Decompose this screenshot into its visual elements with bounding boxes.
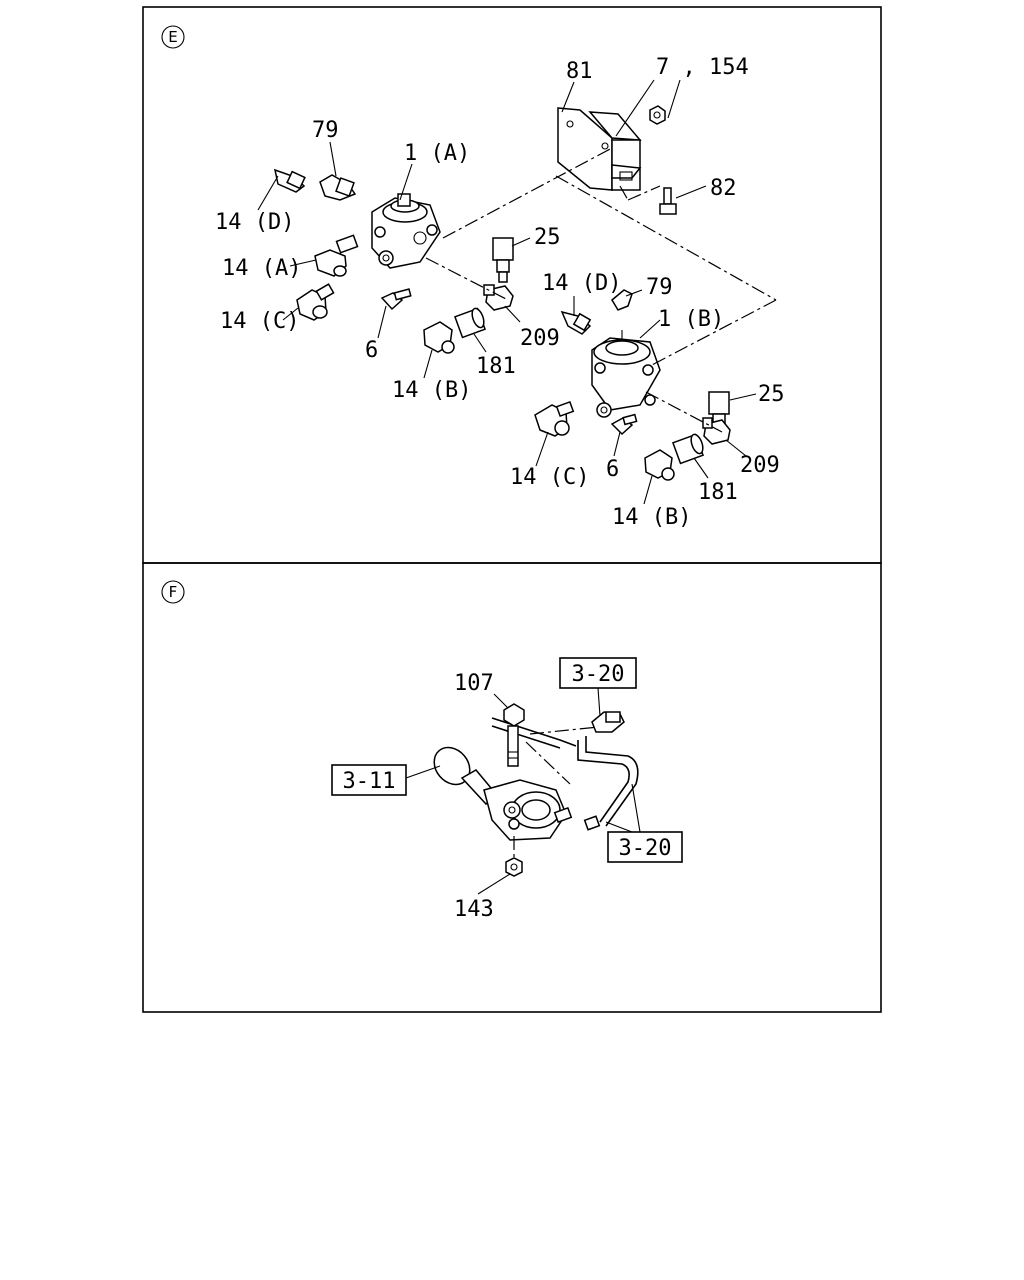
callout-1b: 1 (B)	[658, 307, 724, 332]
callout-143: 143	[454, 897, 494, 922]
callout-14c-a: 14 (C)	[220, 309, 299, 334]
sleeve-181-a	[454, 307, 486, 339]
fitting-14c-b	[534, 400, 575, 437]
pipe-fitting-top	[591, 711, 625, 733]
callout-14c-b: 14 (C)	[510, 465, 589, 490]
ref-box-3-11[interactable]: 3-11	[331, 764, 407, 796]
callout-14d-b: 14 (D)	[542, 271, 621, 296]
callout-6-a: 6	[365, 338, 378, 363]
callout-14b-b: 14 (B)	[612, 505, 691, 530]
callout-209-a: 209	[520, 326, 560, 351]
fitting-14d-b	[560, 310, 592, 335]
callout-82: 82	[710, 176, 737, 201]
callout-79-b: 79	[646, 275, 673, 300]
elbow-79-a	[319, 174, 357, 201]
valve-1b	[591, 330, 661, 418]
callout-79-a: 79	[312, 118, 339, 143]
hand-valve-assembly	[433, 746, 601, 841]
svg-text:3-20: 3-20	[572, 662, 625, 687]
section-e-marker: E	[161, 25, 185, 49]
tee-209-a	[483, 284, 514, 311]
nut-7-154	[649, 105, 666, 125]
svg-text:3-20: 3-20	[619, 836, 672, 861]
fitting-14b-b	[644, 449, 675, 481]
fitting-14c-a	[296, 283, 335, 321]
svg-text:F: F	[169, 583, 178, 601]
callout-14d-a: 14 (D)	[215, 210, 294, 235]
ref-box-3-20-top[interactable]: 3-20	[559, 657, 637, 689]
bolt-82	[659, 187, 677, 215]
callout-181-b: 181	[698, 480, 738, 505]
callout-25-b: 25	[758, 382, 785, 407]
callout-81: 81	[566, 59, 593, 84]
svg-text:3-11: 3-11	[343, 769, 396, 794]
section-f-marker: F	[161, 580, 185, 604]
fitting-14a	[314, 234, 359, 277]
callout-14a: 14 (A)	[222, 256, 301, 281]
switch-25-a	[492, 237, 514, 283]
bolt-6-b	[610, 413, 638, 436]
fitting-14d-a	[273, 168, 306, 193]
section-f-frame	[142, 562, 882, 1013]
sleeve-181-b	[672, 433, 704, 465]
bolt-107	[503, 703, 525, 767]
assembly-lines-e	[425, 147, 777, 433]
valve-1a	[371, 193, 441, 269]
tee-209-b	[702, 417, 731, 445]
callout-7-154: 7 , 154	[656, 55, 749, 80]
leader-lines-f	[405, 687, 641, 895]
ref-box-3-20-bottom[interactable]: 3-20	[607, 831, 683, 863]
elbow-79-b	[611, 289, 633, 311]
callout-209-b: 209	[740, 453, 780, 478]
nut-143	[505, 836, 523, 877]
callout-107: 107	[454, 671, 494, 696]
bracket-81	[557, 107, 642, 191]
callout-25-a: 25	[534, 225, 561, 250]
switch-25-b	[708, 391, 730, 425]
callout-14b-a: 14 (B)	[392, 378, 471, 403]
leader-lines-e	[257, 79, 757, 505]
fitting-14b-a	[423, 321, 455, 354]
bolt-6-a	[380, 288, 412, 311]
callout-1a: 1 (A)	[404, 141, 470, 166]
callout-181-a: 181	[476, 354, 516, 379]
callout-6-b: 6	[606, 457, 619, 482]
svg-text:E: E	[168, 28, 177, 46]
